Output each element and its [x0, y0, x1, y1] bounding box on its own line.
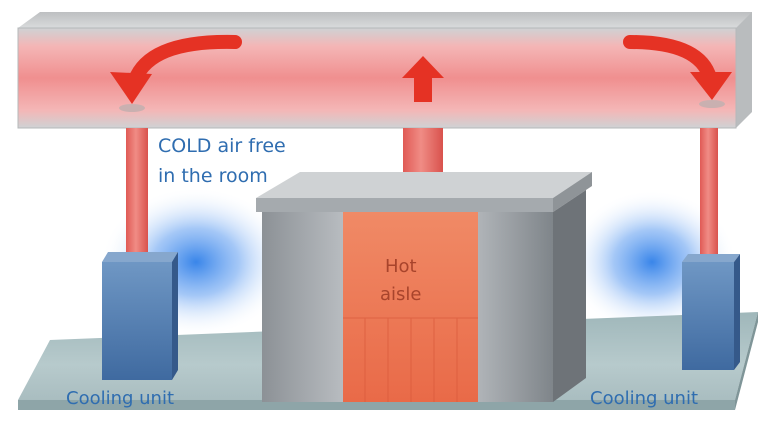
- hot-aisle-containment: [256, 172, 592, 402]
- return-pipe-left: [126, 128, 148, 258]
- cooling-unit-label-left: Cooling unit: [66, 388, 174, 409]
- cooling-unit-right: [682, 254, 740, 370]
- cold-air-label-line1: COLD air free: [158, 135, 286, 157]
- hot-aisle-label-line1: Hot: [385, 256, 417, 277]
- hot-aisle-label-line2: aisle: [380, 284, 421, 305]
- cooling-unit-label-right: Cooling unit: [590, 388, 698, 409]
- cooling-unit-left: [102, 252, 178, 380]
- airflow-arrow-right: [623, 35, 732, 108]
- cold-air-label-line2: in the room: [158, 165, 268, 187]
- return-pipe-right: [700, 128, 718, 258]
- airflow-arrow-left: [110, 34, 242, 112]
- airflow-arrow-center: [402, 56, 444, 102]
